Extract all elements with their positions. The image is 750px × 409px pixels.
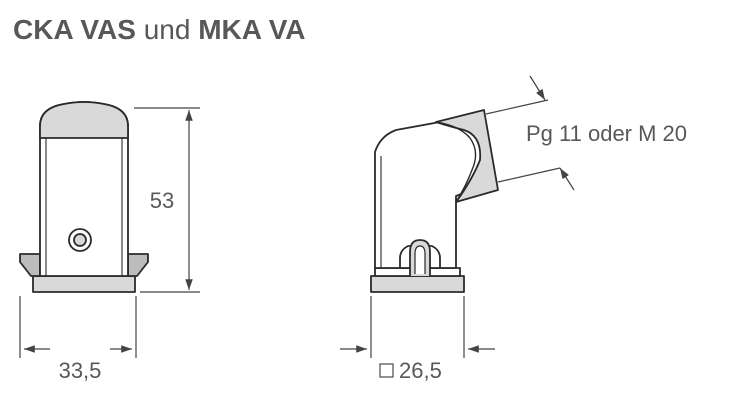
width-left-label: 33,5 xyxy=(59,358,102,383)
thread-leader-lower xyxy=(559,167,575,191)
front-top-cap xyxy=(39,101,129,139)
thread-ext-lower xyxy=(497,167,561,183)
side-outlet-curve xyxy=(435,121,477,203)
front-left-latch xyxy=(19,253,41,277)
side-base-plate xyxy=(370,275,465,293)
thread-dimension xyxy=(485,75,575,191)
front-height-dimension xyxy=(134,107,200,293)
front-view xyxy=(19,101,149,293)
thread-label: Pg 11 oder M 20 xyxy=(526,121,687,146)
side-outlet-collar xyxy=(435,109,499,203)
square-symbol-icon xyxy=(379,363,394,378)
thread-ext-upper xyxy=(485,99,549,115)
front-screw-inner xyxy=(73,233,87,247)
title-part-mka-va: MKA VA xyxy=(198,14,306,45)
thread-leader-upper xyxy=(529,75,546,101)
front-base-plate xyxy=(32,275,136,293)
front-width-dimension xyxy=(19,296,137,358)
width-right-label: 26,5 xyxy=(399,358,442,383)
diagram-title: CKA VAS und MKA VA xyxy=(13,16,306,44)
height-label: 53 xyxy=(150,188,174,213)
title-part-cka-vas: CKA VAS xyxy=(13,14,136,45)
front-right-latch xyxy=(127,253,149,277)
title-part-und: und xyxy=(143,14,191,45)
side-view xyxy=(370,109,499,293)
side-width-dimension xyxy=(340,296,495,358)
side-locking-bail-inner xyxy=(414,245,426,274)
